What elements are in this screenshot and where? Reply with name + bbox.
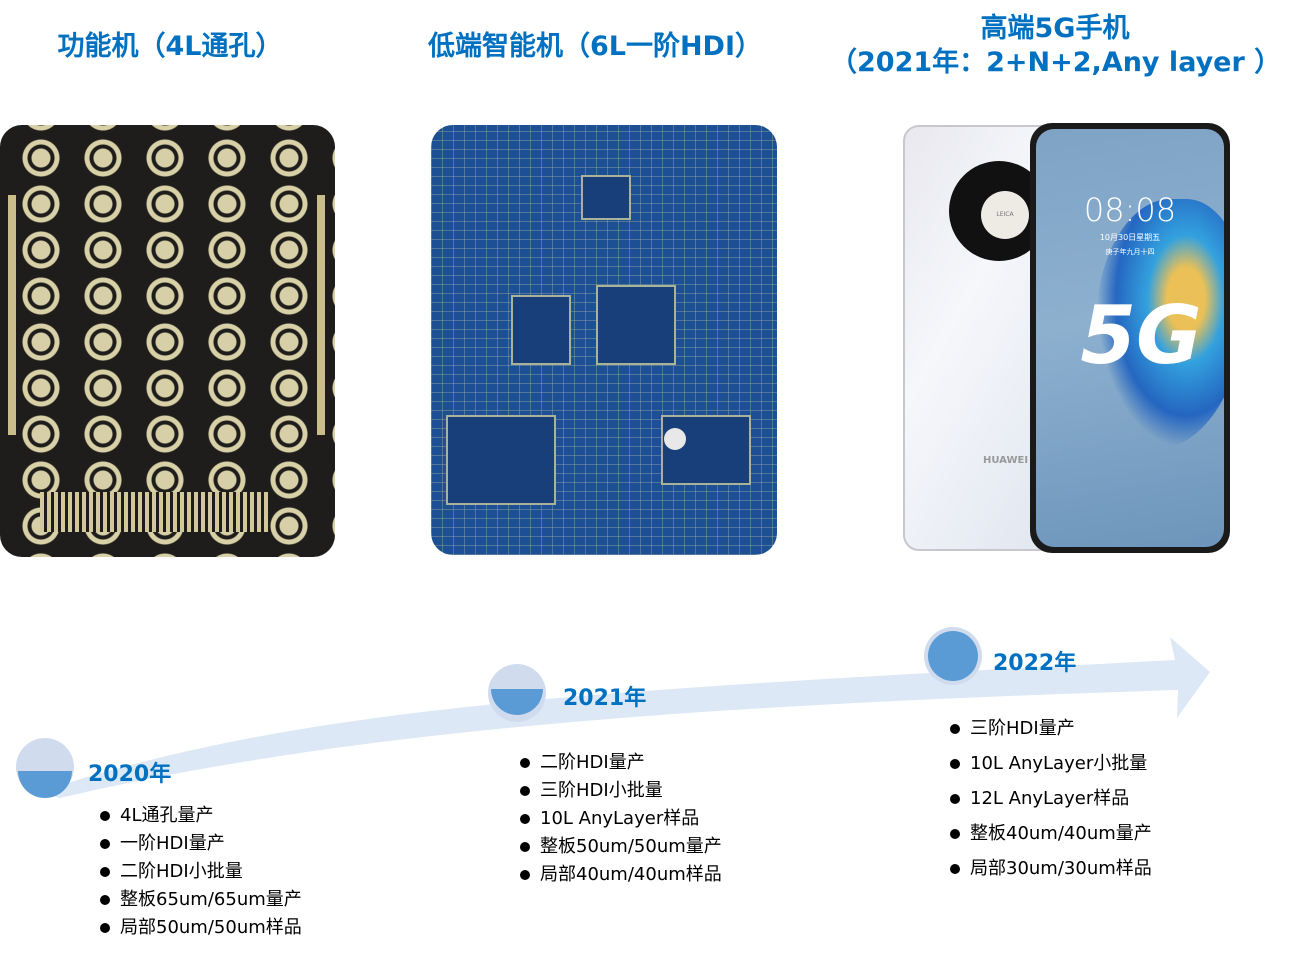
milestone-item: 局部30um/30um样品 — [950, 851, 1152, 886]
pcb-chip — [511, 295, 571, 365]
milestone-item: 二阶HDI小批量 — [100, 858, 302, 886]
pcb-chip — [596, 285, 676, 365]
wallpaper-art — [1096, 199, 1224, 449]
title-low-end: 低端智能机（6L一阶HDI） — [427, 31, 763, 62]
milestone-item: 整板40um/40um量产 — [950, 816, 1152, 851]
timeline-node-2022 — [924, 627, 982, 685]
title-high-end: 高端5G手机 （2021年：2+N+2,Any layer ） — [830, 12, 1282, 80]
milestones-2021: 二阶HDI量产 三阶HDI小批量 10L AnyLayer样品 整板50um/5… — [520, 749, 722, 889]
milestone-item: 10L AnyLayer小批量 — [950, 746, 1152, 781]
pcb-6l-hdi-image — [431, 125, 777, 555]
milestone-item: 三阶HDI小批量 — [520, 777, 722, 805]
phone-brand: HUAWEI — [983, 455, 1029, 466]
timeline-node-2021 — [488, 664, 546, 722]
milestone-item: 整板50um/50um量产 — [520, 833, 722, 861]
timeline-band — [40, 637, 1210, 798]
title-feature-phone: 功能机（4L通孔） — [57, 31, 283, 62]
lock-date: 10月30日星期五 — [1099, 233, 1161, 242]
milestone-item: 一阶HDI量产 — [100, 830, 302, 858]
huawei-5g-phone-image: LEICA HUAWEI 08:08 10月30日星期五 庚子年九月十四 5G — [903, 123, 1230, 553]
title-high-end-line1: 高端5G手机 — [980, 13, 1130, 44]
pcb-edge — [8, 195, 16, 435]
milestone-item: 整板65um/65um量产 — [100, 886, 302, 914]
pcb-4l-image — [0, 125, 335, 557]
year-2021: 2021年 — [563, 686, 647, 711]
pcb-edge — [317, 195, 325, 435]
camera-brand: LEICA — [981, 191, 1029, 239]
milestone-item: 10L AnyLayer样品 — [520, 805, 722, 833]
milestones-2020: 4L通孔量产 一阶HDI量产 二阶HDI小批量 整板65um/65um量产 局部… — [100, 802, 302, 942]
milestone-item: 12L AnyLayer样品 — [950, 781, 1152, 816]
milestone-item: 局部50um/50um样品 — [100, 914, 302, 942]
pcb-chip — [446, 415, 556, 505]
5g-badge: 5G — [1080, 289, 1202, 382]
phone-front: 08:08 10月30日星期五 庚子年九月十四 5G — [1030, 123, 1230, 553]
milestone-item: 二阶HDI量产 — [520, 749, 722, 777]
pcb-gold-fingers — [40, 492, 270, 532]
timeline-node-2020 — [16, 738, 74, 798]
pcb-chip — [661, 415, 751, 485]
lock-lunar-date: 庚子年九月十四 — [1105, 248, 1155, 256]
lock-clock: 08:08 — [1083, 191, 1177, 229]
pcb-hole — [664, 428, 686, 450]
pcb-chip — [581, 175, 631, 220]
phone-screen: 08:08 10月30日星期五 庚子年九月十四 5G — [1036, 129, 1224, 547]
milestone-item: 三阶HDI量产 — [950, 711, 1152, 746]
year-2022: 2022年 — [993, 651, 1077, 676]
milestones-2022: 三阶HDI量产 10L AnyLayer小批量 12L AnyLayer样品 整… — [950, 711, 1152, 886]
milestone-item: 局部40um/40um样品 — [520, 861, 722, 889]
milestone-item: 4L通孔量产 — [100, 802, 302, 830]
title-high-end-line2: （2021年：2+N+2,Any layer ） — [830, 47, 1282, 78]
year-2020: 2020年 — [88, 762, 172, 787]
